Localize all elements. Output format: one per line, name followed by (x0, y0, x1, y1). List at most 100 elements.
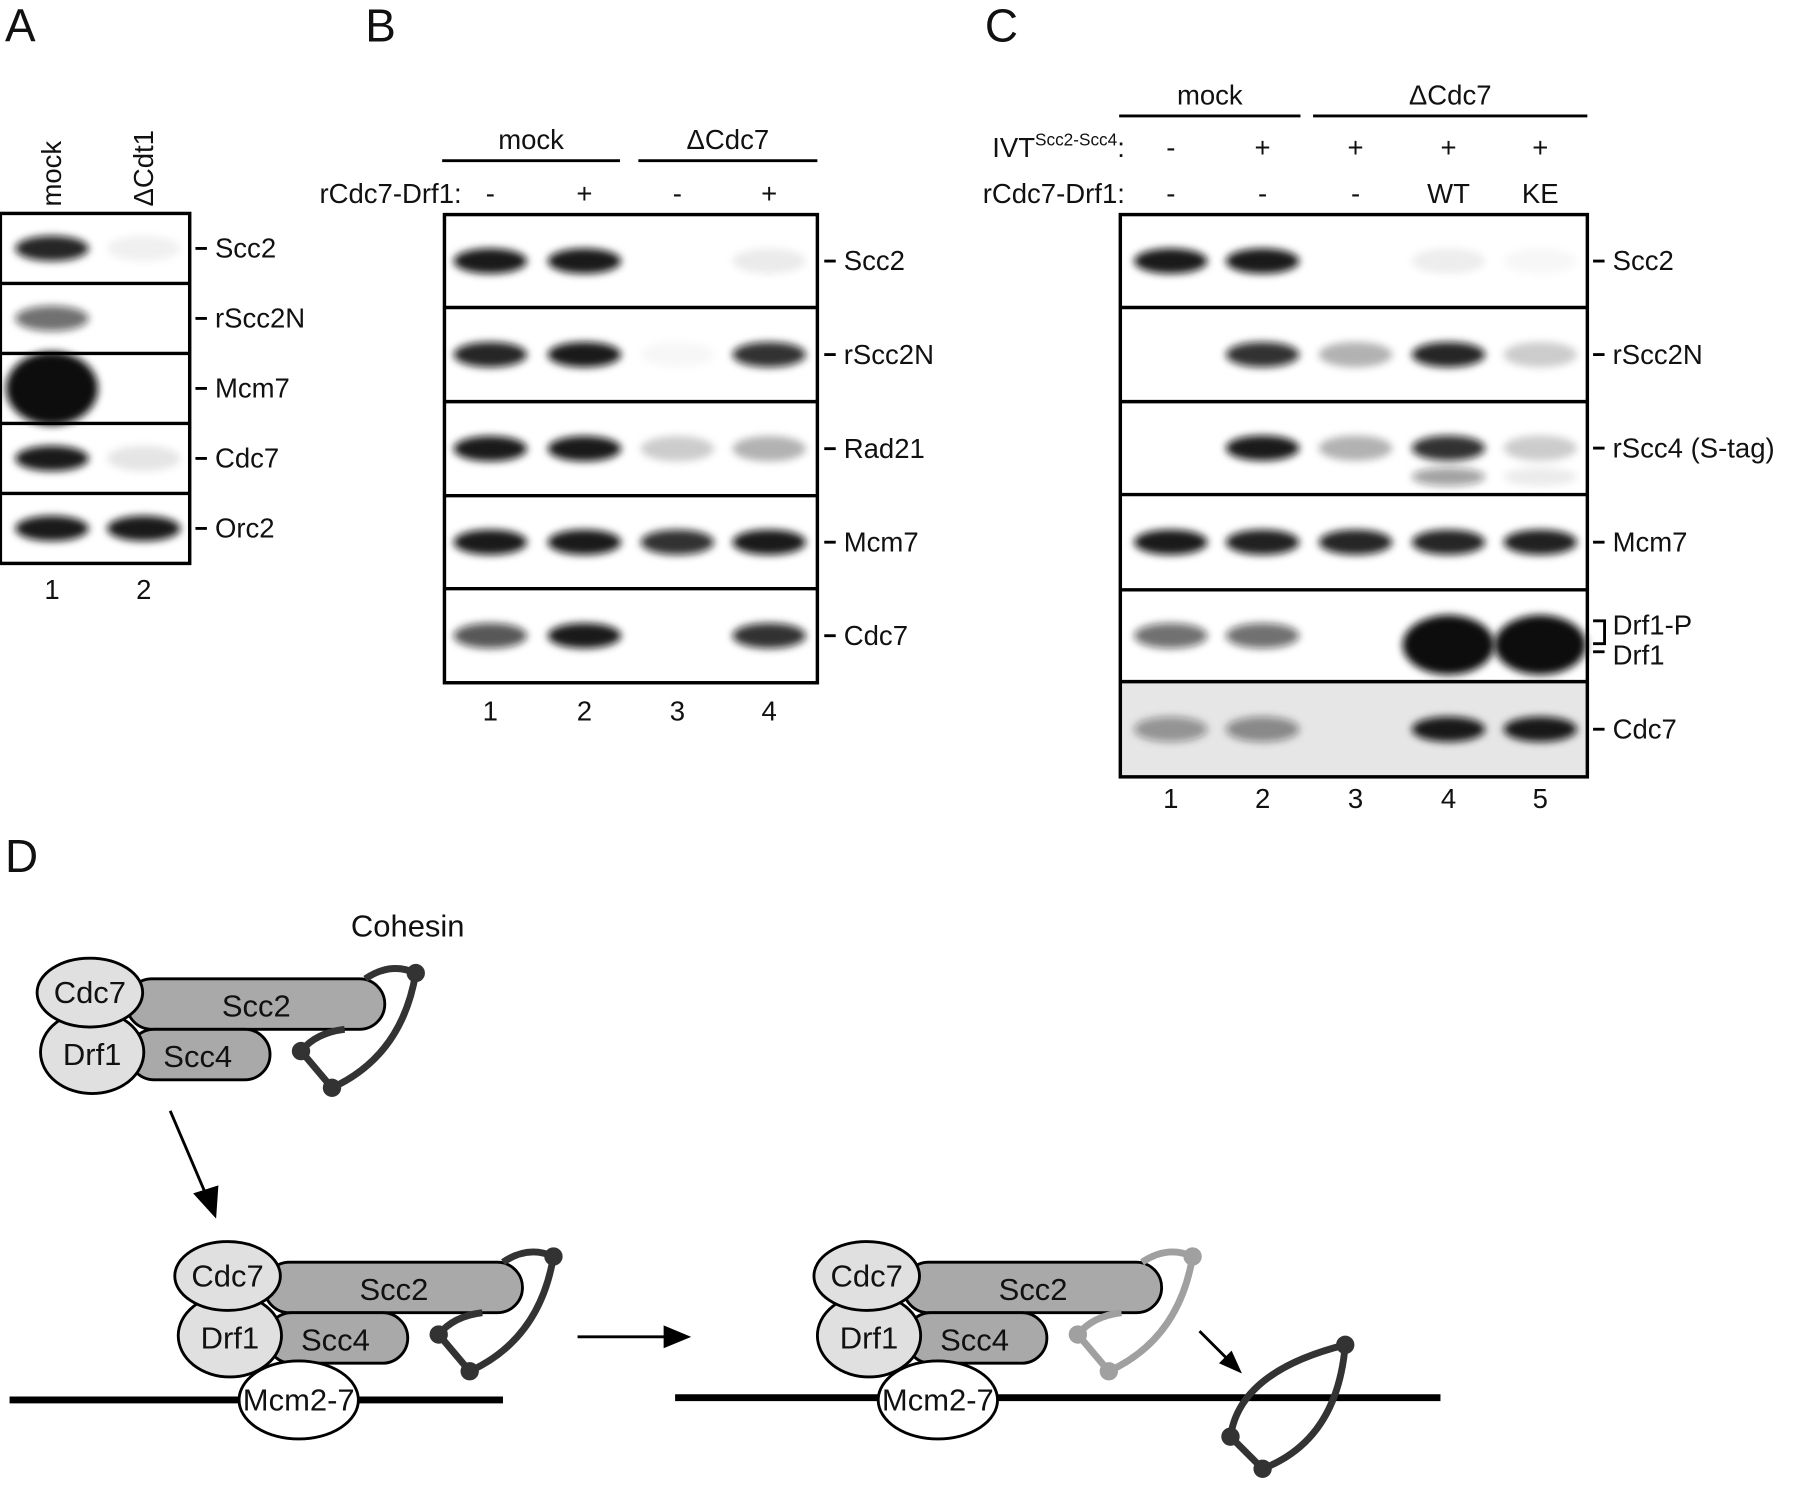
band (1225, 341, 1300, 368)
condition-value: - (1258, 178, 1267, 209)
blot-frame (1118, 212, 1590, 779)
band (453, 623, 528, 649)
blot-row (6, 351, 98, 426)
band (547, 248, 622, 274)
condition-value: - (673, 178, 682, 209)
drf1-label: Drf1 (840, 1320, 899, 1355)
lane-number: 5 (1533, 783, 1548, 814)
band (453, 436, 528, 462)
band (15, 305, 89, 332)
band (1411, 716, 1486, 742)
group-label: ΔCdc7 (687, 124, 770, 155)
column-label: ΔCdt1 (128, 130, 159, 207)
blot-row (1225, 341, 1578, 368)
row-label: rScc2N (844, 339, 934, 370)
cohesin-ring-icon (291, 963, 425, 1098)
cdc7-shape (812, 1240, 921, 1312)
group-label: mock (1177, 79, 1243, 110)
cdc7-label: Cdc7 (191, 1258, 263, 1293)
mcm2-7-label: Mcm2-7 (882, 1382, 994, 1417)
band (732, 529, 806, 555)
row-label: rScc2N (215, 303, 305, 334)
row-label-secondary: Drf1 (1613, 639, 1665, 670)
scc4-label: Scc4 (163, 1039, 232, 1074)
arrowhead (663, 1325, 692, 1349)
arrowhead (1219, 1350, 1242, 1374)
row-label: Mcm7 (215, 373, 290, 404)
band (453, 248, 528, 274)
band (732, 623, 806, 649)
condition-value: + (1532, 132, 1548, 163)
lane-number: 4 (1441, 783, 1456, 814)
band (1494, 615, 1587, 675)
blot-frame (0, 211, 192, 566)
mcm2-7-shape (876, 1359, 999, 1441)
band (453, 341, 528, 368)
column-label: mock (36, 141, 67, 207)
condition-label: rCdc7-Drf1: (319, 178, 461, 209)
cdc7-label: Cdc7 (54, 975, 126, 1010)
panel-letter-c: C (985, 0, 1018, 51)
band (640, 529, 715, 555)
condition-name: IVT (992, 132, 1035, 163)
lane-number: 2 (136, 574, 151, 605)
lane-number: 2 (1255, 783, 1270, 814)
band (547, 436, 622, 462)
blot-row (15, 235, 181, 262)
panel-letter-d: D (5, 830, 38, 882)
cdc7-label: Cdc7 (831, 1258, 903, 1293)
band (1225, 529, 1300, 555)
lane-number: 1 (1163, 783, 1178, 814)
loaded-cohesin-ring-icon (1221, 1335, 1355, 1478)
band (1503, 435, 1578, 461)
band (732, 248, 806, 274)
band (547, 529, 622, 555)
band (1411, 435, 1486, 461)
condition-label: rCdc7-Drf1: (983, 178, 1125, 209)
band (1134, 623, 1208, 649)
drf1-label: Drf1 (201, 1320, 260, 1355)
band (107, 445, 181, 472)
row-label: Mcm7 (844, 526, 919, 557)
band (1504, 248, 1577, 273)
blot-row (1134, 615, 1587, 675)
row-label: Scc2 (1613, 245, 1674, 276)
blot-frame (442, 212, 820, 685)
band (107, 515, 181, 542)
condition-value: + (761, 178, 777, 209)
band (6, 351, 98, 426)
lane-number: 2 (577, 696, 592, 727)
blot-row (1134, 529, 1578, 555)
band (1134, 529, 1208, 555)
band (641, 342, 714, 367)
cohesin-label: Cohesin (351, 908, 465, 943)
band (1134, 716, 1208, 742)
band (1318, 435, 1393, 461)
panel-letter-a: A (5, 0, 36, 51)
arrow-down-icon (168, 1110, 209, 1198)
band (1134, 248, 1208, 274)
band (1503, 716, 1578, 742)
band (1225, 623, 1300, 649)
mcm2-7-label: Mcm2-7 (243, 1382, 355, 1417)
condition-value: KE (1522, 178, 1559, 209)
lane-number: 4 (762, 696, 777, 727)
condition-value: + (576, 178, 592, 209)
bracket-tick (1593, 619, 1606, 646)
lane-number: 3 (1348, 783, 1363, 814)
scc2-label: Scc2 (222, 989, 291, 1024)
band (1402, 615, 1495, 675)
row-label: Scc2 (844, 245, 905, 276)
band (1318, 341, 1393, 368)
group-label: mock (498, 124, 564, 155)
band (15, 235, 89, 262)
condition-name: rCdc7-Drf1: (983, 178, 1125, 209)
